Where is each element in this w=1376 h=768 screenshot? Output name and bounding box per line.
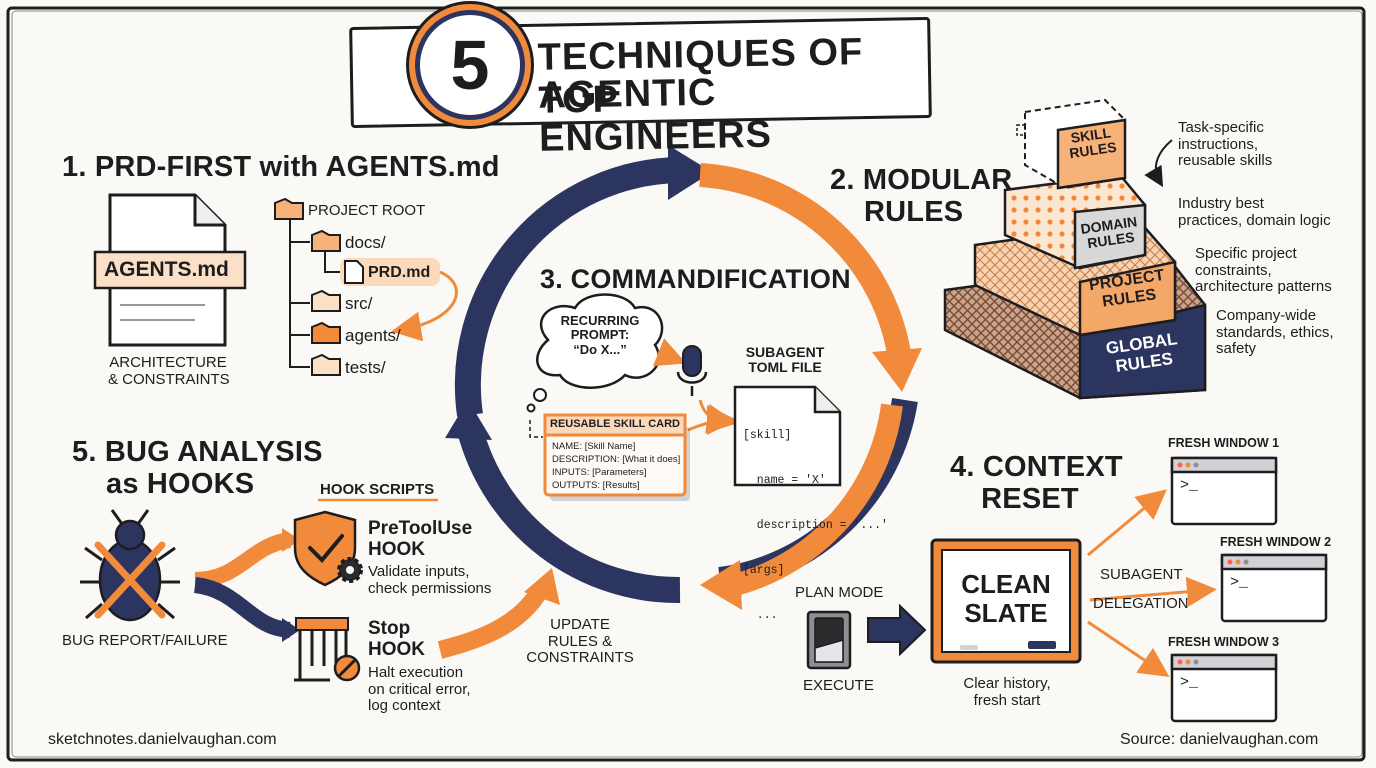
architecture-caption: ARCHITECTURE & CONSTRAINTS	[108, 354, 230, 388]
pretooluse-hook-desc: Validate inputs,check permissions	[368, 563, 492, 597]
delegation-label: DELEGATION	[1093, 595, 1189, 612]
microphone-icon	[676, 345, 708, 396]
section-1-heading: 1. PRD-FIRST with AGENTS.md	[62, 151, 500, 183]
skill-card-title: REUSABLE SKILL CARD	[550, 418, 680, 430]
tree-tests: tests/	[345, 358, 386, 377]
tree-docs: docs/	[345, 233, 386, 252]
fresh-window-1-label: FRESH WINDOW 1	[1168, 436, 1280, 450]
chalkboard-icon	[930, 538, 1082, 664]
rules-pyramid	[943, 98, 1207, 400]
plan-mode-label: PLAN MODE	[795, 584, 884, 601]
agents-doc-label: AGENTS.md	[104, 258, 229, 281]
clean-slate-caption: Clear history,fresh start	[963, 675, 1051, 709]
fresh-window-2-label: FRESH WINDOW 2	[1220, 535, 1332, 549]
tree-agents: agents/	[345, 326, 401, 345]
file-icon	[344, 260, 364, 284]
section-2-heading: 2. MODULAR RULES	[830, 164, 1013, 228]
title-number-badge: 5	[415, 10, 525, 120]
arrow-icon	[867, 603, 927, 657]
page-border	[6, 6, 1366, 762]
prd-highlight	[340, 258, 440, 286]
cycle-arrows-icon	[445, 145, 922, 610]
toggle-switch-icon	[806, 610, 852, 670]
document-icon	[93, 193, 247, 347]
tree-prd: PRD.md	[368, 264, 431, 281]
bug-report-label: BUG REPORT/FAILURE	[62, 632, 228, 649]
barrier-icon	[294, 617, 349, 682]
footer-right-source: Source: danielvaughan.com	[1120, 731, 1319, 748]
tree-root: PROJECT ROOT	[308, 202, 426, 219]
window-2-prompt: >_	[1230, 574, 1249, 591]
tree-src: src/	[345, 294, 373, 313]
fresh-window-3-label: FRESH WINDOW 3	[1168, 635, 1280, 649]
window-1-prompt: >_	[1180, 477, 1199, 494]
subagent-label: SUBAGENT	[1100, 566, 1183, 583]
skill-card-fields: NAME: [Skill Name] DESCRIPTION: [What it…	[552, 441, 681, 491]
gear-icon	[337, 557, 363, 583]
file-tree	[289, 220, 340, 368]
hook-scripts-label: HOOK SCRIPTS	[320, 481, 435, 498]
folder-icon	[274, 197, 341, 376]
toml-file-content: [skill] name = 'X' description = '...' […	[743, 429, 888, 622]
footer-left-credit: sketchnotes.danielvaughan.com	[48, 731, 277, 748]
execute-label: EXECUTE	[803, 677, 874, 694]
section-3-heading: 3. COMMANDIFICATION	[540, 264, 851, 294]
stop-icon	[333, 654, 361, 682]
section-5-heading: 5. BUG ANALYSIS as HOOKS	[72, 436, 323, 500]
title-line-2: AGENTIC ENGINEERS	[538, 71, 773, 160]
terminal-window-icon	[1170, 456, 1328, 723]
bug-icon	[80, 509, 180, 622]
window-3-prompt: >_	[1180, 674, 1199, 691]
toml-file-icon	[733, 385, 842, 487]
